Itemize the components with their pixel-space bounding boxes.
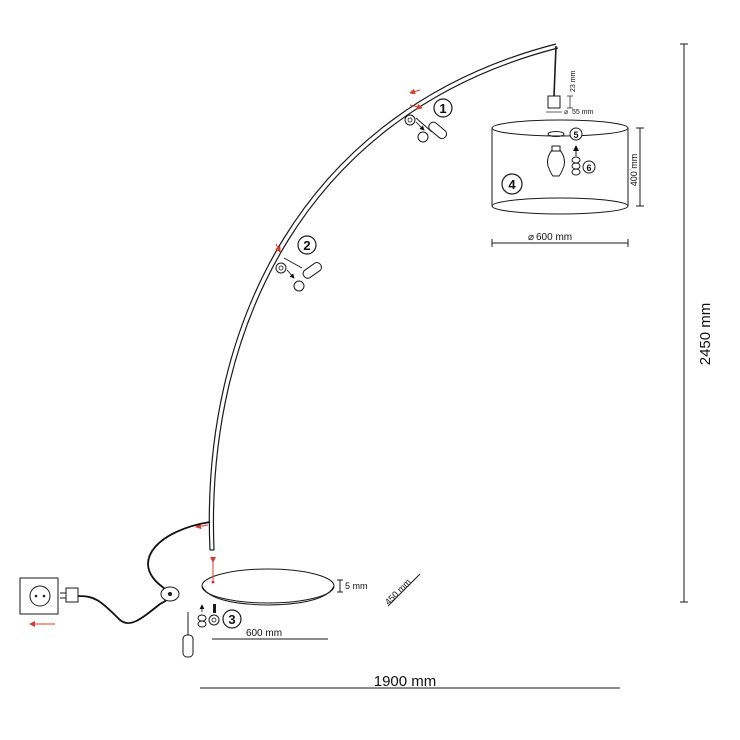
base-plate: [201, 557, 335, 606]
washer-icon: [547, 131, 565, 137]
bottom-cable-marker: [195, 523, 209, 530]
lamp-shade: [491, 119, 629, 215]
step-badge-6: 6: [582, 160, 596, 174]
wall-socket-icon: [19, 577, 59, 615]
total-width-label: 1900 mm: [374, 673, 437, 690]
shade-height-label: 400 mm: [629, 154, 639, 187]
plug-icon: [60, 587, 79, 603]
base-depth-dimension: [387, 573, 421, 607]
socket-height-label: 23 mm: [570, 70, 577, 92]
step-number: 4: [508, 177, 516, 192]
shade-diameter-symbol: ⌀: [528, 232, 534, 243]
shade-diameter-value: 600 mm: [536, 232, 572, 243]
shade-height-dimension: [636, 127, 644, 207]
base-width-label: 600 mm: [246, 628, 282, 639]
step-number: 3: [228, 612, 235, 627]
step-number: 6: [586, 163, 591, 173]
step-number: 2: [303, 238, 310, 253]
arc-pole: [208, 43, 559, 551]
hanging-cable: [546, 45, 573, 113]
socket-diameter-label: ⌀ 55 mm: [564, 109, 594, 116]
base-thickness-label: 5 mm: [345, 581, 368, 591]
total-height-label: 2450 mm: [697, 303, 714, 366]
socket-diameter-value: 55 mm: [572, 109, 594, 116]
shade-diameter-dimension: [491, 239, 629, 247]
joint-detail-2: [275, 243, 322, 292]
power-cable: [77, 521, 211, 625]
shade-diameter-label: ⌀ 600 mm: [528, 232, 572, 243]
screwdriver-icon: [415, 117, 448, 140]
step-badge-3: 3: [222, 609, 242, 629]
base-fixing-parts: [182, 604, 220, 658]
step-badge-1: 1: [433, 98, 453, 118]
base-depth-label: 450 mm: [383, 577, 413, 607]
step-number: 5: [573, 130, 578, 140]
step-badge-4: 4: [501, 173, 523, 195]
height-dimension: [680, 43, 688, 603]
joint-detail-1: [404, 103, 429, 143]
step-badge-5: 5: [569, 127, 583, 141]
switch-icon: [160, 586, 180, 602]
nut-icon: [571, 145, 581, 176]
top-arrow-marker: [409, 88, 421, 95]
light-bulb-icon: [547, 145, 565, 177]
step-badge-2: 2: [297, 235, 317, 255]
socket-diameter-symbol: ⌀: [564, 109, 568, 116]
step-number: 1: [439, 101, 446, 116]
base-thickness-dimension: [337, 579, 343, 593]
